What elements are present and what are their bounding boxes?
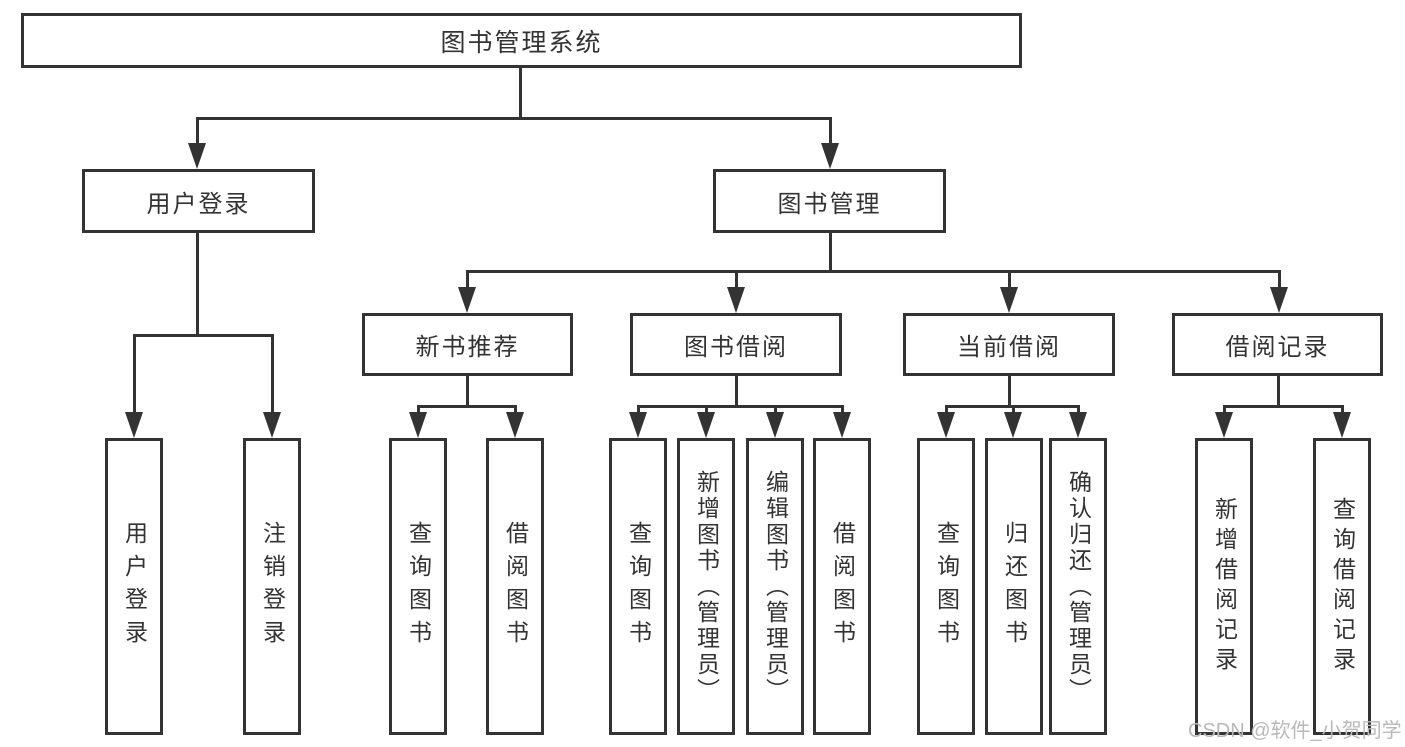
leaf-return-book-label: 归还图书: [1001, 520, 1028, 653]
node-root: 图书管理系统: [21, 13, 1022, 68]
connector-line: [829, 117, 832, 150]
leaf-borrow-book-borrowing-label: 借阅图书: [829, 520, 856, 653]
connector-line: [735, 270, 738, 294]
node-book-borrowing-label: 图书借阅: [684, 334, 788, 361]
arrowhead-down: [188, 143, 206, 169]
leaf-query-book-borrowing: 查询图书: [609, 438, 667, 735]
leaf-user-login: 用户登录: [105, 438, 163, 735]
leaf-edit-book-admin-label: 编辑图书（管理员）: [762, 469, 789, 704]
leaf-edit-book-admin: 编辑图书（管理员）: [746, 438, 804, 735]
arrowhead-down: [727, 287, 745, 313]
connector-line: [133, 334, 136, 418]
leaf-add-borrow-record: 新增借阅记录: [1195, 438, 1253, 735]
leaf-confirm-return-admin-label: 确认归还（管理员）: [1065, 469, 1092, 704]
leaf-query-book-current: 查询图书: [917, 438, 975, 735]
connector-line: [466, 270, 469, 294]
arrowhead-down: [1333, 412, 1351, 438]
connector-line: [1278, 270, 1281, 294]
arrowhead-down: [937, 412, 955, 438]
leaf-query-borrow-record-label: 查询借阅记录: [1329, 496, 1356, 677]
arrowhead-down: [1215, 412, 1233, 438]
node-new-book-recommendation-label: 新书推荐: [415, 334, 520, 361]
connector-line: [1223, 405, 1344, 408]
node-root-label: 图书管理系统: [440, 28, 603, 57]
watermark: CSDN @软件_小贺同学: [1188, 720, 1402, 742]
leaf-logout-label: 注销登录: [259, 520, 286, 653]
leaf-query-book-current-label: 查询图书: [933, 520, 960, 653]
leaf-add-book-admin: 新增图书（管理员）: [677, 438, 735, 735]
node-current-borrowing-label: 当前借阅: [957, 334, 1061, 361]
leaf-query-book-recommend-label: 查询图书: [405, 520, 432, 653]
arrowhead-down: [409, 412, 427, 438]
leaf-logout: 注销登录: [243, 438, 301, 735]
connector-line: [196, 230, 199, 337]
connector-line: [829, 230, 832, 273]
leaf-borrow-book-borrowing: 借阅图书: [813, 438, 871, 735]
connector-line: [519, 66, 522, 120]
leaf-borrow-book-recommend: 借阅图书: [486, 438, 544, 735]
arrowhead-down: [458, 287, 476, 313]
leaf-user-login-label: 用户登录: [121, 520, 148, 653]
node-book-management: 图书管理: [713, 169, 946, 233]
node-book-management-label: 图书管理: [777, 190, 882, 218]
arrowhead-down: [125, 412, 143, 438]
node-borrowing-records-label: 借阅记录: [1225, 334, 1330, 361]
leaf-borrow-book-recommend-label: 借阅图书: [502, 520, 529, 653]
connector-line: [637, 405, 844, 408]
connector-line: [735, 374, 738, 408]
connector-line: [133, 334, 274, 337]
leaf-query-borrow-record: 查询借阅记录: [1313, 438, 1371, 735]
arrowhead-down: [1000, 287, 1018, 313]
arrowhead-down: [629, 412, 647, 438]
arrowhead-down: [833, 412, 851, 438]
arrowhead-down: [821, 143, 839, 169]
arrowhead-down: [1270, 287, 1288, 313]
connector-line: [271, 334, 274, 418]
leaf-add-book-admin-label: 新增图书（管理员）: [693, 469, 720, 704]
connector-line: [1008, 270, 1011, 294]
arrowhead-down: [697, 412, 715, 438]
arrowhead-down: [263, 412, 281, 438]
connector-line: [1008, 374, 1011, 408]
connector-line: [466, 270, 1280, 273]
connector-line: [1277, 374, 1280, 408]
arrowhead-down: [1069, 412, 1087, 438]
arrowhead-down: [1004, 412, 1022, 438]
node-borrowing-records: 借阅记录: [1172, 313, 1383, 376]
leaf-query-book-borrowing-label: 查询图书: [625, 520, 652, 653]
node-user-login: 用户登录: [82, 169, 315, 233]
leaf-query-book-recommend: 查询图书: [389, 438, 447, 735]
node-book-borrowing: 图书借阅: [630, 313, 842, 376]
arrowhead-down: [506, 412, 524, 438]
connector-line: [417, 405, 517, 408]
connector-line: [466, 374, 469, 408]
node-user-login-label: 用户登录: [146, 190, 251, 218]
connector-line: [196, 117, 832, 120]
leaf-confirm-return-admin: 确认归还（管理员）: [1049, 438, 1107, 735]
connector-line: [196, 117, 199, 150]
node-current-borrowing: 当前借阅: [903, 313, 1115, 376]
leaf-return-book: 归还图书: [985, 438, 1043, 735]
arrowhead-down: [766, 412, 784, 438]
node-new-book-recommendation: 新书推荐: [362, 313, 573, 376]
leaf-add-borrow-record-label: 新增借阅记录: [1211, 496, 1238, 677]
